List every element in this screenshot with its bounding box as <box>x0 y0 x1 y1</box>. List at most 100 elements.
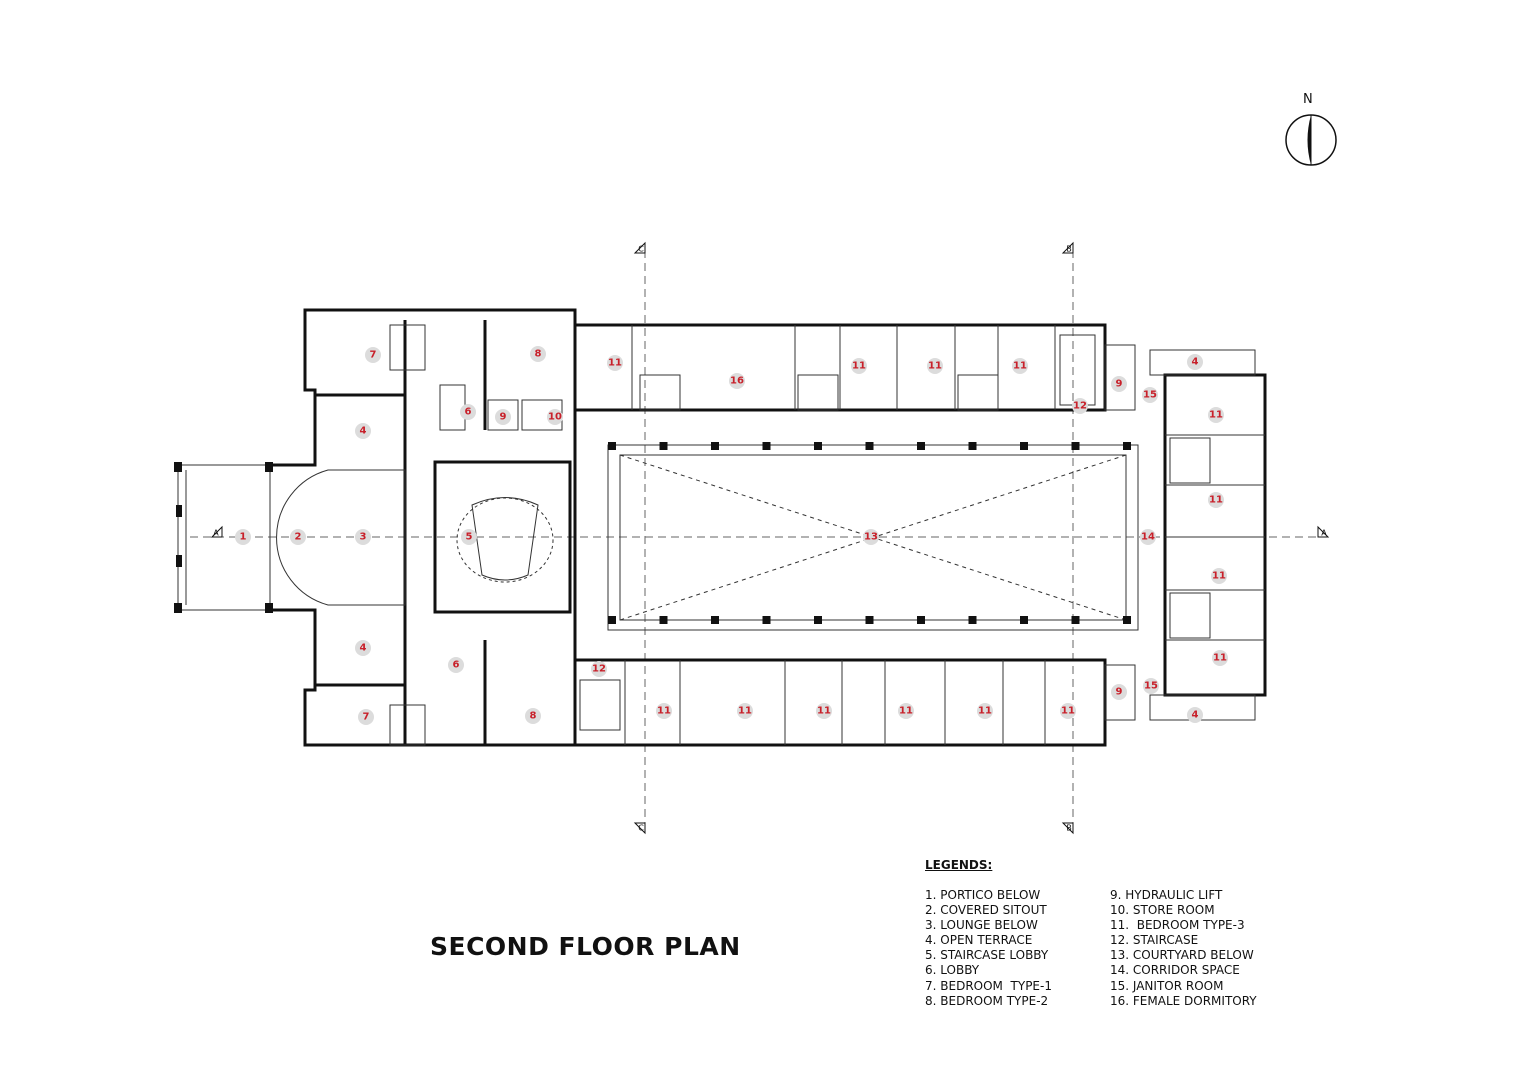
svg-text:4: 4 <box>360 643 367 654</box>
courtyard-column <box>814 616 822 624</box>
courtyard-column <box>814 442 822 450</box>
svg-text:6: 6 <box>453 660 460 671</box>
room-label-4: 4 <box>1187 707 1203 723</box>
courtyard-column <box>1071 616 1080 624</box>
svg-text:5: 5 <box>466 532 473 543</box>
svg-text:9: 9 <box>1116 379 1123 390</box>
room-label-2: 2 <box>290 529 306 545</box>
legend-item: 8. BEDROOM TYPE-2 <box>925 993 1049 1008</box>
north-arrow-icon <box>1285 114 1337 166</box>
courtyard-column <box>762 616 771 624</box>
room-label-11: 11 <box>816 703 832 719</box>
courtyard-columns <box>608 442 1131 624</box>
svg-text:12: 12 <box>592 664 606 675</box>
room-label-11: 11 <box>607 355 623 371</box>
room-label-15: 15 <box>1142 387 1158 403</box>
courtyard-column <box>865 442 874 450</box>
room-label-3: 3 <box>355 529 371 545</box>
svg-text:7: 7 <box>370 350 377 361</box>
room-label-6: 6 <box>460 404 476 420</box>
svg-text:3: 3 <box>360 532 367 543</box>
svg-text:11: 11 <box>928 361 942 372</box>
section-marker-a-west: A <box>210 525 223 538</box>
svg-text:C: C <box>638 824 644 833</box>
section-lines <box>190 250 1320 825</box>
courtyard-column <box>1123 616 1131 624</box>
legend-item: 10. STORE ROOM <box>1110 903 1215 918</box>
svg-text:11: 11 <box>1013 361 1027 372</box>
section-marker-b-top: B <box>1061 241 1074 254</box>
legend-item: 4. OPEN TERRACE <box>925 933 1033 948</box>
room-label-4: 4 <box>1187 354 1203 370</box>
courtyard-column <box>711 616 719 624</box>
svg-text:11: 11 <box>978 706 992 717</box>
svg-text:B: B <box>1066 824 1072 833</box>
plan-title: SECOND FLOOR PLAN <box>430 932 741 961</box>
room-label-14: 14 <box>1140 529 1156 545</box>
room-label-11: 11 <box>1208 407 1224 423</box>
legend-column-right: 9. HYDRAULIC LIFT 10. STORE ROOM 11. BED… <box>1110 888 1257 1009</box>
room-label-4: 4 <box>355 423 371 439</box>
courtyard-column <box>1020 442 1028 450</box>
svg-text:16: 16 <box>730 376 744 387</box>
legend-item: 6. LOBBY <box>925 963 980 978</box>
courtyard-column <box>917 616 925 624</box>
room-label-7: 7 <box>358 709 374 725</box>
room-label-12: 12 <box>1072 398 1088 414</box>
room-label-11: 11 <box>898 703 914 719</box>
room-label-11: 11 <box>1060 703 1076 719</box>
svg-text:A: A <box>1321 529 1327 538</box>
courtyard-column <box>1123 442 1131 450</box>
courtyard-column <box>659 616 668 624</box>
courtyard-column <box>659 442 668 450</box>
room-label-11: 11 <box>927 358 943 374</box>
courtyard-column <box>865 616 874 624</box>
north-wing-walls <box>573 323 1136 412</box>
legend-item: 3. LOUNGE BELOW <box>925 918 1038 933</box>
svg-text:11: 11 <box>899 706 913 717</box>
legend-item: 13. COURTYARD BELOW <box>1110 948 1254 963</box>
svg-text:13: 13 <box>864 532 878 543</box>
svg-text:11: 11 <box>1213 653 1227 664</box>
section-marker-b-bottom: B <box>1061 822 1074 835</box>
legend-item: 14. CORRIDOR SPACE <box>1110 963 1240 978</box>
courtyard-column <box>762 442 771 450</box>
svg-text:11: 11 <box>1061 706 1075 717</box>
courtyard-column <box>608 442 616 450</box>
section-marker-a-east: A <box>1317 525 1330 538</box>
svg-text:11: 11 <box>1212 571 1226 582</box>
courtyard-column <box>1071 442 1080 450</box>
svg-text:4: 4 <box>1192 357 1199 368</box>
room-label-11: 11 <box>977 703 993 719</box>
room-label-8: 8 <box>530 346 546 362</box>
room-label-10: 10 <box>547 409 563 425</box>
west-block-walls <box>270 308 577 747</box>
svg-text:11: 11 <box>817 706 831 717</box>
south-wing-walls <box>573 658 1136 747</box>
room-label-13: 13 <box>863 529 879 545</box>
room-label-5: 5 <box>461 529 477 545</box>
room-label-4: 4 <box>355 640 371 656</box>
legend-item: 15. JANITOR ROOM <box>1110 978 1224 993</box>
portico-outline <box>174 462 273 613</box>
courtyard-column <box>711 442 719 450</box>
courtyard-column <box>917 442 925 450</box>
room-label-11: 11 <box>851 358 867 374</box>
svg-text:9: 9 <box>1116 687 1123 698</box>
section-marker-c-top: C <box>633 241 646 254</box>
svg-text:15: 15 <box>1144 681 1158 692</box>
courtyard-column <box>1020 616 1028 624</box>
north-label: N <box>1303 92 1313 107</box>
legend-item: 5. STAIRCASE LOBBY <box>925 948 1049 963</box>
legend-item: 16. FEMALE DORMITORY <box>1110 993 1257 1008</box>
room-label-8: 8 <box>525 708 541 724</box>
svg-text:7: 7 <box>363 712 370 723</box>
legend-item: 1. PORTICO BELOW <box>925 888 1041 902</box>
room-label-11: 11 <box>737 703 753 719</box>
courtyard-column <box>968 616 977 624</box>
legend-item: 9. HYDRAULIC LIFT <box>1110 888 1223 902</box>
room-label-6: 6 <box>448 657 464 673</box>
svg-text:2: 2 <box>295 532 302 543</box>
room-label-11: 11 <box>1012 358 1028 374</box>
